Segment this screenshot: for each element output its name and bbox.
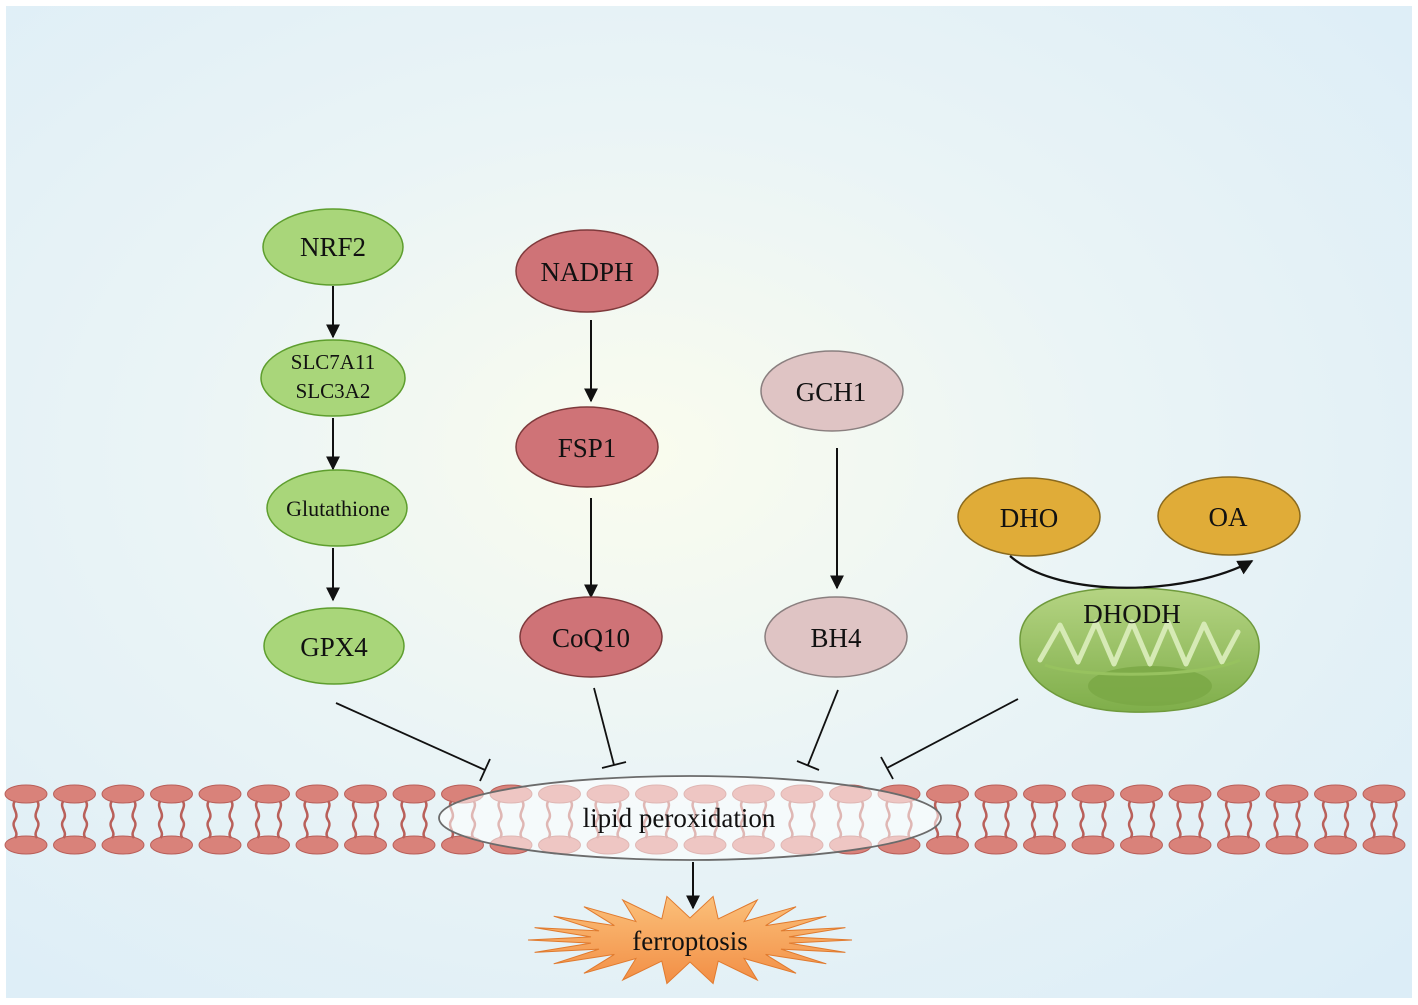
ferroptosis-node: ferroptosis bbox=[527, 895, 853, 985]
fsp1-node: FSP1 bbox=[515, 406, 659, 488]
bh4-node: BH4 bbox=[764, 596, 908, 678]
inhibit-bh4-lipid bbox=[796, 689, 839, 771]
inhibit-gpx4-lipid bbox=[335, 702, 491, 782]
nadph-node: NADPH bbox=[515, 229, 659, 313]
gch1-node: GCH1 bbox=[760, 350, 904, 432]
dho-node: DHO bbox=[957, 477, 1101, 557]
glutathione-label: Glutathione bbox=[286, 496, 390, 521]
lipid-peroxidation-node: lipid peroxidation bbox=[438, 775, 942, 861]
dho-label: DHO bbox=[1000, 503, 1059, 533]
gpx4-label: GPX4 bbox=[300, 632, 368, 662]
coq10-label: CoQ10 bbox=[552, 623, 630, 653]
glutathione-node: Glutathione bbox=[266, 469, 408, 547]
slc7a11-slc3a2-node: SLC7A11 SLC3A2 bbox=[260, 339, 406, 417]
slc7a11-label: SLC7A11 bbox=[291, 350, 375, 374]
oa-label: OA bbox=[1209, 502, 1248, 532]
oa-node: OA bbox=[1157, 476, 1301, 556]
inhibit-dhodh-lipid bbox=[880, 698, 1019, 780]
coq10-node: CoQ10 bbox=[519, 596, 663, 678]
nrf2-node: NRF2 bbox=[262, 208, 404, 286]
gch1-label: GCH1 bbox=[796, 377, 867, 407]
slc3a2-label: SLC3A2 bbox=[296, 379, 371, 403]
bh4-label: BH4 bbox=[810, 623, 862, 653]
arrow-dho-to-oa bbox=[1009, 555, 1254, 589]
inhibit-coq10-lipid bbox=[593, 687, 627, 769]
dhodh-label: DHODH bbox=[1083, 599, 1181, 629]
nrf2-label: NRF2 bbox=[300, 232, 366, 262]
ferroptosis-burst-shape bbox=[527, 895, 853, 985]
nadph-label: NADPH bbox=[540, 257, 633, 287]
ferroptosis-label: ferroptosis bbox=[632, 926, 747, 956]
lipid-peroxidation-label: lipid peroxidation bbox=[583, 803, 776, 833]
gpx4-node: GPX4 bbox=[263, 607, 405, 685]
mitochondrion-icon bbox=[1019, 587, 1260, 713]
fsp1-label: FSP1 bbox=[558, 433, 617, 463]
